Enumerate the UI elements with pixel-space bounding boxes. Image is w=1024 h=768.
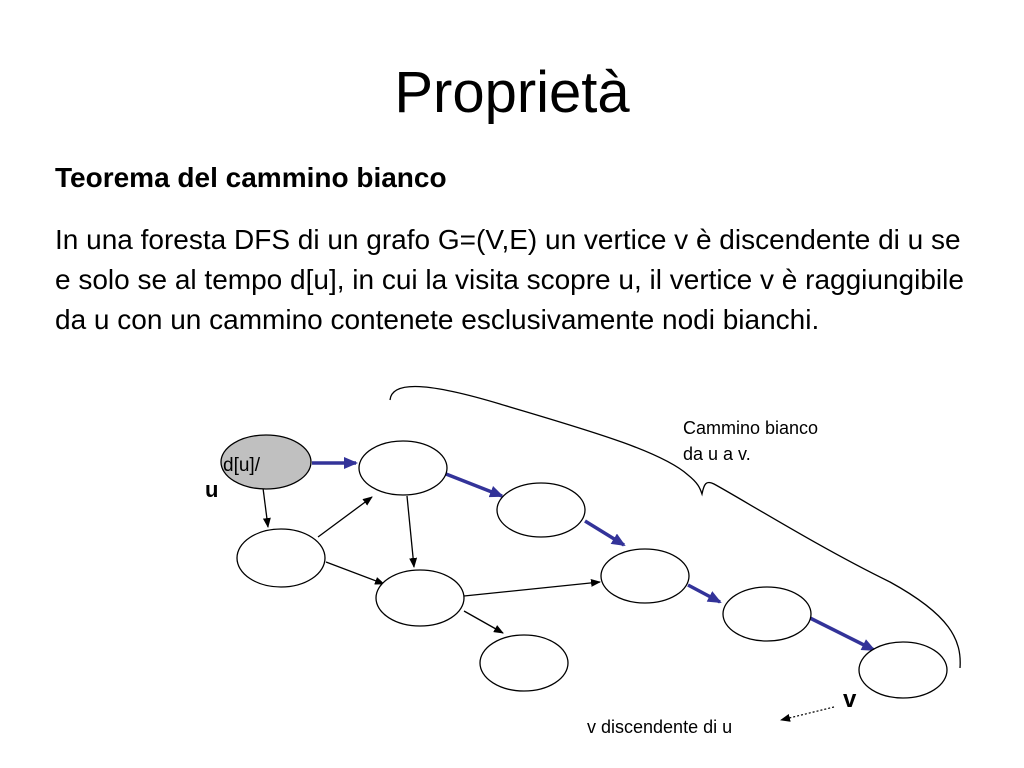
- node-g: [479, 634, 569, 692]
- node-b: [358, 440, 448, 496]
- node-c: [496, 482, 586, 538]
- brace-label-line1: Cammino bianco: [683, 418, 818, 438]
- edge-e-to-f: [463, 578, 601, 597]
- slide-title: Proprietà: [394, 60, 630, 125]
- node-u-time-label: d[u]/: [223, 455, 261, 476]
- edge-e-to-g: [463, 610, 504, 634]
- white-path-edge-c-f: [584, 519, 626, 547]
- white-path-brace: [389, 385, 961, 669]
- node-a: [236, 528, 326, 588]
- brace-label-line2: da u a v.: [683, 444, 751, 464]
- node-f: [600, 548, 690, 604]
- white-path-edge-b-c: [445, 472, 504, 498]
- theorem-statement: In una foresta DFS di un grafo G=(V,E) u…: [55, 224, 964, 335]
- white-path-edge-h-v: [809, 616, 876, 652]
- white-path-edge-f-h: [687, 583, 722, 604]
- descendant-note: v discendente di u: [587, 717, 732, 737]
- descendant-note-arrow: [780, 706, 835, 722]
- edge-u-to-a: [262, 487, 271, 528]
- node-v-label: v: [843, 686, 857, 713]
- node-e: [375, 569, 465, 627]
- edge-b-to-e: [406, 495, 418, 568]
- node-h: [722, 586, 812, 642]
- edge-a-to-e: [325, 561, 385, 585]
- node-v: [858, 641, 948, 699]
- theorem-heading: Teorema del cammino bianco: [55, 162, 447, 193]
- node-u: [220, 434, 312, 490]
- node-u-label: u: [205, 477, 218, 502]
- edge-a-to-b: [317, 496, 373, 538]
